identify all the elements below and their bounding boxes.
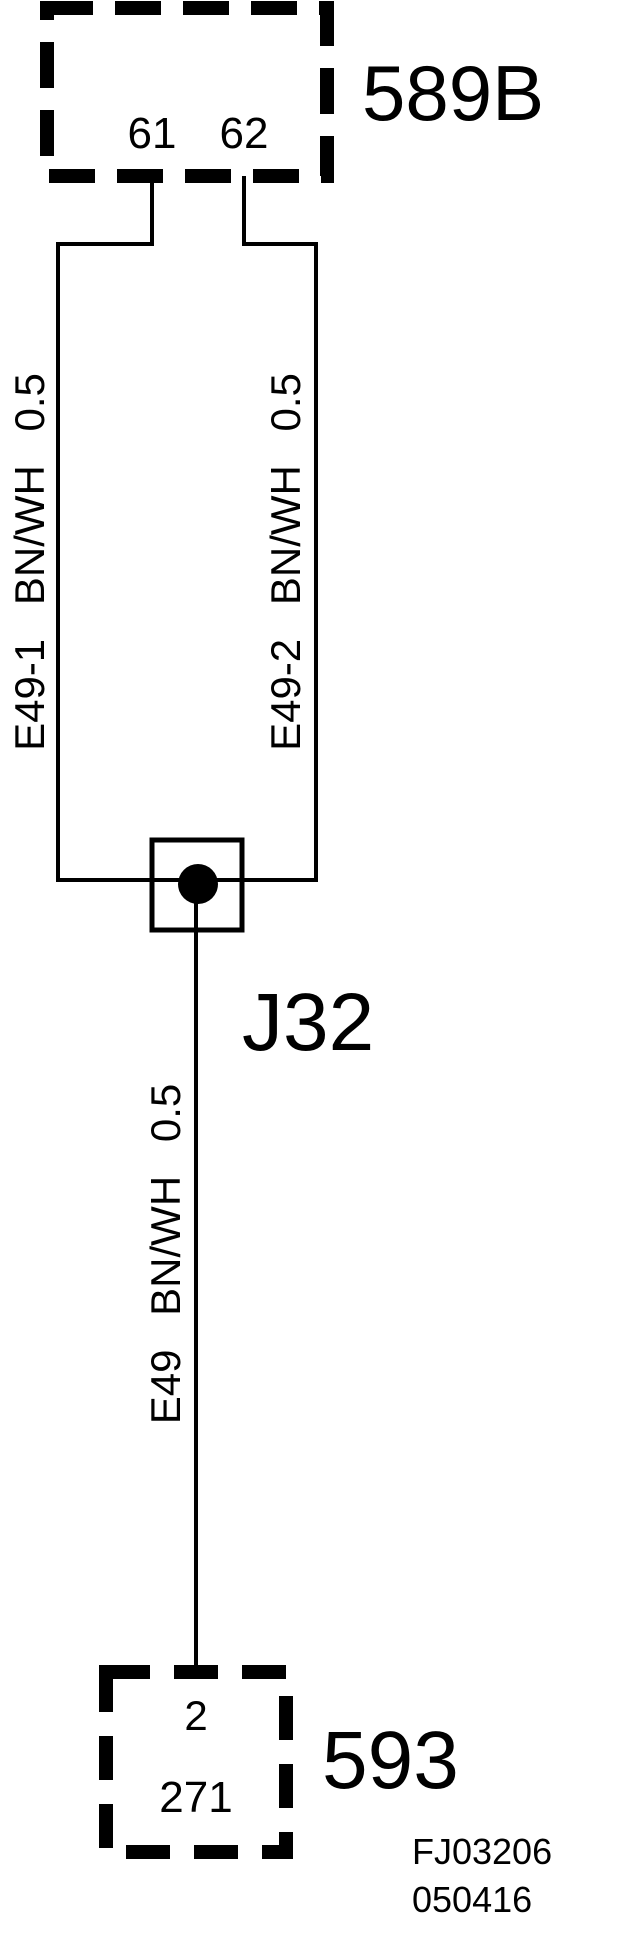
wire-e49-1-label: E49-1 BN/WH 0.5 bbox=[6, 373, 53, 751]
wire-e49-2-label: E49-2 BN/WH 0.5 bbox=[262, 373, 309, 751]
connector-589b-box bbox=[40, 1, 334, 183]
wire-e49-2 bbox=[240, 176, 318, 882]
connector-593-label: 593 bbox=[322, 1715, 459, 1806]
wire-e49-gauge: 0.5 bbox=[142, 1084, 189, 1142]
connector-589b-pin-62: 62 bbox=[220, 109, 269, 158]
wire-e49-1-gauge: 0.5 bbox=[6, 373, 53, 431]
wire-e49-2-color: BN/WH bbox=[262, 465, 309, 605]
wire-e49-2-circuit: E49-2 bbox=[262, 639, 309, 751]
wire-e49-circuit: E49 bbox=[142, 1350, 189, 1425]
connector-593-pin: 2 bbox=[184, 1692, 207, 1739]
reference-date: 050416 bbox=[412, 1879, 532, 1920]
connector-589b-pin-61: 61 bbox=[128, 109, 177, 158]
reference-code: FJ03206 bbox=[412, 1831, 552, 1872]
wire-e49-1 bbox=[56, 176, 154, 882]
wire-e49-1-circuit: E49-1 bbox=[6, 639, 53, 751]
wire-e49-1-color: BN/WH bbox=[6, 465, 53, 605]
connector-589b-label: 589B bbox=[362, 49, 544, 137]
connector-593-cavity: 271 bbox=[159, 1773, 232, 1822]
wire-e49-2-gauge: 0.5 bbox=[262, 373, 309, 431]
wire-e49-color: BN/WH bbox=[142, 1176, 189, 1316]
wire-e49-label: E49 BN/WH 0.5 bbox=[142, 1084, 189, 1424]
splice-j32-label: J32 bbox=[242, 977, 374, 1068]
connector-593-box bbox=[99, 1665, 293, 1859]
